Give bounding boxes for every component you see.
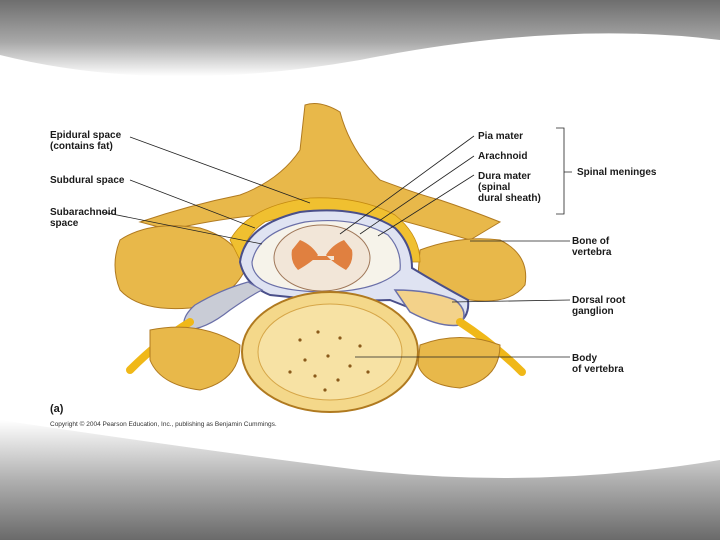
label-dura-mater: Dura mater (spinal dural sheath): [478, 171, 541, 204]
label-pia-mater: Pia mater: [478, 131, 523, 142]
label-bone-of-vertebra: Bone of vertebra: [572, 236, 611, 258]
label-subdural-space: Subdural space: [50, 175, 124, 186]
label-body-of-vertebra: Body of vertebra: [572, 353, 624, 375]
label-dorsal-root-ganglion: Dorsal root ganglion: [572, 295, 625, 317]
label-arachnoid: Arachnoid: [478, 151, 527, 162]
label-spinal-meninges: Spinal meninges: [577, 167, 656, 178]
lower-bone-left: [150, 327, 240, 390]
lower-bone-right: [418, 338, 500, 389]
panel-label: (a): [50, 403, 63, 415]
copyright-notice: Copyright © 2004 Pearson Education, Inc.…: [50, 421, 277, 428]
label-epidural-space: Epidural space (contains fat): [50, 130, 121, 152]
vertebral-body-inner: [258, 304, 402, 400]
label-subarachnoid-space: Subarachnoid space: [50, 207, 117, 229]
meninges-bracket: [556, 128, 572, 214]
